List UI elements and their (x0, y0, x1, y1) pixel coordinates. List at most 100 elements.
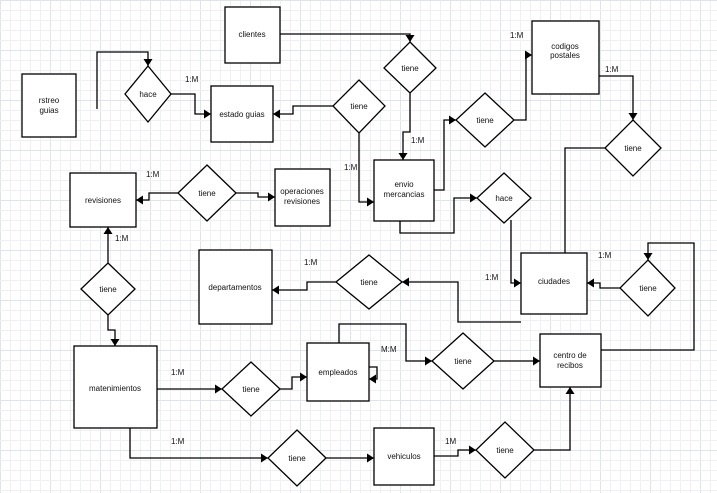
edge-tiene-empleados (280, 376, 307, 390)
entity-codigos-postales[interactable]: codigos postales (531, 20, 600, 95)
edge-tiene-envio (402, 93, 411, 160)
relation-tiene-ciudad-centro-label: tiene (639, 284, 657, 293)
relation-hace-rastreo[interactable]: hace (124, 64, 172, 124)
arrow-head (268, 192, 275, 202)
entity-codigos-label-2: postales (550, 51, 580, 60)
arrow-head (215, 384, 222, 394)
arrow-head (425, 356, 432, 366)
entity-estado-label: estado guias (219, 110, 264, 119)
cardinality-label: 1:M (171, 368, 185, 377)
relation-tiene-postal-ciudad-label: tiene (624, 144, 642, 153)
cardinality-label: 1:M (185, 75, 199, 84)
relation-hace-envio-label: hace (495, 194, 513, 203)
relation-tiene-mant-veh[interactable]: tiene (267, 429, 327, 487)
edge-tiene-ciudades (564, 147, 605, 253)
entity-rastreo-guias[interactable]: rstreo guias (21, 73, 77, 138)
cardinality-label: 1:M (344, 163, 358, 172)
edge-mant-tiene (107, 315, 116, 346)
entity-clientes[interactable]: clientes (224, 6, 281, 64)
relation-tiene-revisiones-label: tiene (198, 189, 216, 198)
arrow-head (470, 193, 477, 203)
entity-empleados[interactable]: empleados (306, 342, 370, 402)
entity-revisiones[interactable]: revisiones (69, 172, 137, 228)
edge-envio-hace (399, 197, 477, 234)
arrow-head (367, 453, 374, 463)
entity-vehiculos[interactable]: vehiculos (373, 427, 435, 486)
arrow-head (449, 115, 456, 125)
edge-emp-tiene (338, 323, 432, 362)
arrow-head (469, 445, 476, 455)
entity-departamentos[interactable]: departamentos (198, 249, 273, 325)
entity-estado-guias[interactable]: estado guias (210, 85, 274, 143)
entity-centro-label-2: recibos (557, 361, 583, 370)
arrow-head (369, 374, 376, 384)
arrow-head (402, 277, 409, 287)
cardinality-label: 1:M (115, 234, 129, 243)
relation-tiene-veh-centro[interactable]: tiene (475, 421, 535, 479)
entity-rastreo-label-2: guias (39, 106, 58, 115)
relation-tiene-emp-centro[interactable]: tiene (431, 332, 495, 390)
arrow-head (272, 285, 279, 295)
entity-operaciones-label-2: revisiones (284, 197, 320, 206)
relation-tiene-clientes-label: tiene (401, 64, 419, 73)
edge-veh-tiene (434, 449, 476, 457)
entity-codigos-label-1: codigos (551, 42, 579, 51)
entity-mantenimientos[interactable]: matenimientos (73, 345, 158, 429)
cardinality-label: 1:M (510, 31, 524, 40)
cardinality-label: 1:M (146, 170, 160, 179)
edge-ciudades-tiene (402, 281, 521, 323)
arrow-head (514, 278, 521, 288)
relation-tiene-mant-rev-label: tiene (99, 285, 117, 294)
relation-hace-rastreo-label: hace (139, 90, 157, 99)
cardinality-label: 1:M (605, 65, 619, 74)
entity-clientes-label: clientes (238, 30, 265, 39)
entity-rastreo-label-1: rstreo (39, 96, 60, 105)
entity-mantenimientos-label: matenimientos (89, 384, 141, 393)
arrow-head (405, 35, 415, 42)
relation-tiene-codigos[interactable]: tiene (455, 92, 515, 148)
relation-tiene-codigos-label: tiene (476, 116, 494, 125)
relation-tiene-estado[interactable]: tiene (332, 79, 386, 134)
entity-envio-mercancias[interactable]: envio mercancias (373, 159, 435, 222)
relation-hace-envio[interactable]: hace (476, 172, 532, 224)
arrow-head (204, 109, 211, 119)
relation-tiene-emp-centro-label: tiene (454, 357, 472, 366)
relation-tiene-deptos-label: tiene (360, 278, 378, 287)
arrow-head (643, 253, 653, 260)
relation-tiene-deptos[interactable]: tiene (334, 254, 404, 310)
cardinality-label: 1M (445, 437, 456, 446)
edge-centro-tiene (601, 242, 695, 351)
entity-revisiones-label: revisiones (85, 196, 121, 205)
relation-tiene-ciudad-centro[interactable]: tiene (619, 259, 676, 317)
arrow-head (533, 356, 540, 366)
arrow-head (261, 453, 268, 463)
arrow-head (628, 113, 638, 120)
cardinality-label: 1:M (304, 258, 318, 267)
entity-ciudades[interactable]: ciudades (520, 252, 588, 315)
entity-envio-label-1: envio (394, 180, 414, 189)
edge-hace-estado (171, 93, 211, 115)
relation-tiene-postal-ciudad[interactable]: tiene (604, 119, 662, 177)
edge-tiene-departamentos (272, 281, 336, 291)
relation-tiene-clientes[interactable]: tiene (383, 41, 437, 94)
relation-tiene-mant-emp[interactable]: tiene (221, 361, 281, 417)
relation-tiene-revisiones[interactable]: tiene (177, 164, 237, 222)
arrow-head (398, 153, 408, 160)
cardinality-labels: 1:M 1:M 1:M 1:M 1:M 1:M 1:M 1:M 1:M 1:M … (115, 31, 619, 446)
entity-operaciones-revisiones[interactable]: operaciones revisiones (274, 168, 331, 227)
cardinality-label: 1:M (171, 437, 185, 446)
arrow-head (525, 50, 532, 60)
entity-centro-label-1: centro de (553, 351, 587, 360)
entity-ciudades-label: ciudades (538, 277, 570, 286)
cardinality-label: 1:M (485, 273, 499, 282)
cardinality-label: M:M (381, 345, 397, 354)
relation-tiene-veh-centro-label: tiene (496, 446, 514, 455)
entity-operaciones-label-1: operaciones (280, 187, 324, 196)
relation-tiene-mant-rev[interactable]: tiene (80, 262, 136, 316)
edge-codigos-tiene (599, 75, 634, 120)
edge-mant-tiene-veh (129, 428, 268, 459)
arrow-head (587, 278, 594, 288)
arrow-head (367, 197, 374, 207)
entity-centro-recibos[interactable]: centro de recibos (539, 333, 602, 388)
